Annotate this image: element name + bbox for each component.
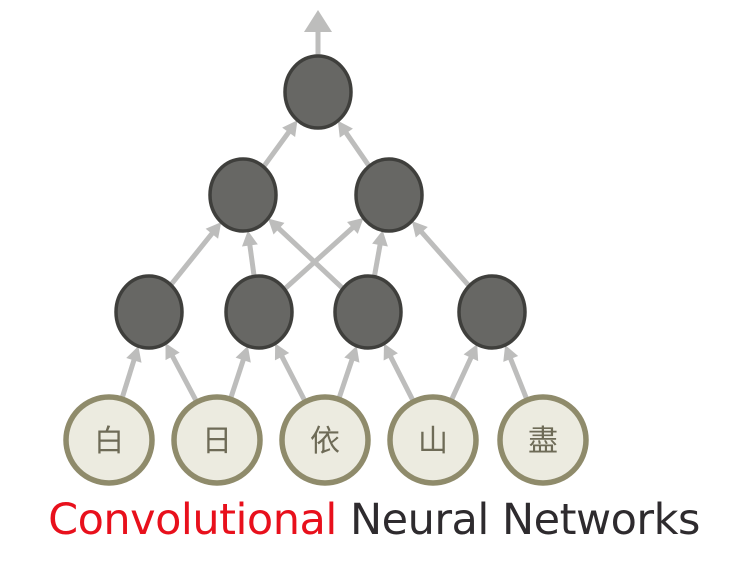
output-arrow-arrowhead <box>304 10 332 32</box>
edge-hidden-1-3-to-hidden-2-1 <box>276 226 345 291</box>
edge-hidden-1-1-to-hidden-2-1-arrowhead <box>205 222 222 239</box>
diagram-title: Convolutional Neural Networks <box>0 494 748 546</box>
edge-hidden-1-1-to-hidden-2-1 <box>168 231 215 287</box>
edge-input-4-to-hidden-1-4-arrowhead <box>463 344 479 362</box>
hidden-node-hidden-1-4 <box>457 274 527 350</box>
input-character-2: 日 <box>202 424 232 459</box>
edge-input-3-to-hidden-1-2 <box>279 354 308 403</box>
edge-input-3-to-hidden-1-3 <box>336 358 355 401</box>
edge-hidden-1-2-to-hidden-2-2 <box>282 225 355 291</box>
edge-hidden-2-2-to-output-1 <box>343 130 372 168</box>
edge-hidden-1-3-to-hidden-2-2 <box>371 243 383 278</box>
input-node-2 <box>171 394 263 486</box>
edge-input-2-to-hidden-1-1 <box>169 354 200 404</box>
edge-input-4-to-hidden-1-3 <box>388 354 416 403</box>
input-node-4 <box>387 394 479 486</box>
edge-input-3-to-hidden-1-2-arrowhead <box>274 343 290 361</box>
edge-hidden-2-1-to-output-1-arrowhead <box>282 120 298 138</box>
edge-input-5-to-hidden-1-4 <box>508 357 530 401</box>
hidden-node-hidden-2-2 <box>354 157 424 233</box>
edge-hidden-1-4-to-hidden-2-2-arrowhead <box>411 220 428 238</box>
edge-input-5-to-hidden-1-4-arrowhead <box>503 345 519 362</box>
edge-input-2-to-hidden-1-2-arrowhead <box>235 345 251 363</box>
edge-hidden-2-1-to-output-1 <box>261 130 292 169</box>
input-character-1: 白 <box>94 424 124 459</box>
edge-input-4-to-hidden-1-4 <box>448 355 474 402</box>
edge-input-1-to-hidden-1-1 <box>119 358 137 400</box>
title-rest: Neural Networks <box>349 495 700 545</box>
edge-hidden-1-3-to-hidden-2-2-arrowhead <box>372 230 388 247</box>
title-highlight: Convolutional <box>48 495 337 545</box>
edge-input-1-to-hidden-1-1-arrowhead <box>126 346 142 363</box>
connection-edges <box>119 10 530 404</box>
edge-hidden-1-2-to-hidden-2-2-arrowhead <box>347 217 364 234</box>
input-character-3: 依 <box>310 424 340 459</box>
edge-hidden-1-4-to-hidden-2-2 <box>419 229 472 288</box>
hidden-node-hidden-1-3 <box>333 274 403 350</box>
input-character-4: 山 <box>418 424 448 459</box>
input-node-3 <box>279 394 371 486</box>
edge-hidden-2-2-to-output-1-arrowhead <box>337 120 353 138</box>
edge-input-4-to-hidden-1-3-arrowhead <box>383 343 398 361</box>
hidden-node-hidden-1-1 <box>114 274 184 350</box>
hidden-node-hidden-1-2 <box>224 274 294 350</box>
edge-hidden-1-2-to-hidden-2-1 <box>247 244 257 277</box>
input-character-5: 盡 <box>528 424 558 459</box>
network-nodes: 白日依山盡 <box>63 54 589 486</box>
hidden-node-hidden-2-1 <box>208 157 278 233</box>
edge-input-2-to-hidden-1-1-arrowhead <box>165 343 180 361</box>
edge-input-3-to-hidden-1-3-arrowhead <box>344 345 360 363</box>
edge-hidden-1-3-to-hidden-2-1-arrowhead <box>268 218 285 235</box>
input-node-5 <box>497 394 589 486</box>
edge-hidden-1-2-to-hidden-2-1-arrowhead <box>241 230 258 247</box>
input-node-1 <box>63 394 155 486</box>
output-node <box>283 54 353 130</box>
edge-input-2-to-hidden-1-2 <box>228 358 246 400</box>
